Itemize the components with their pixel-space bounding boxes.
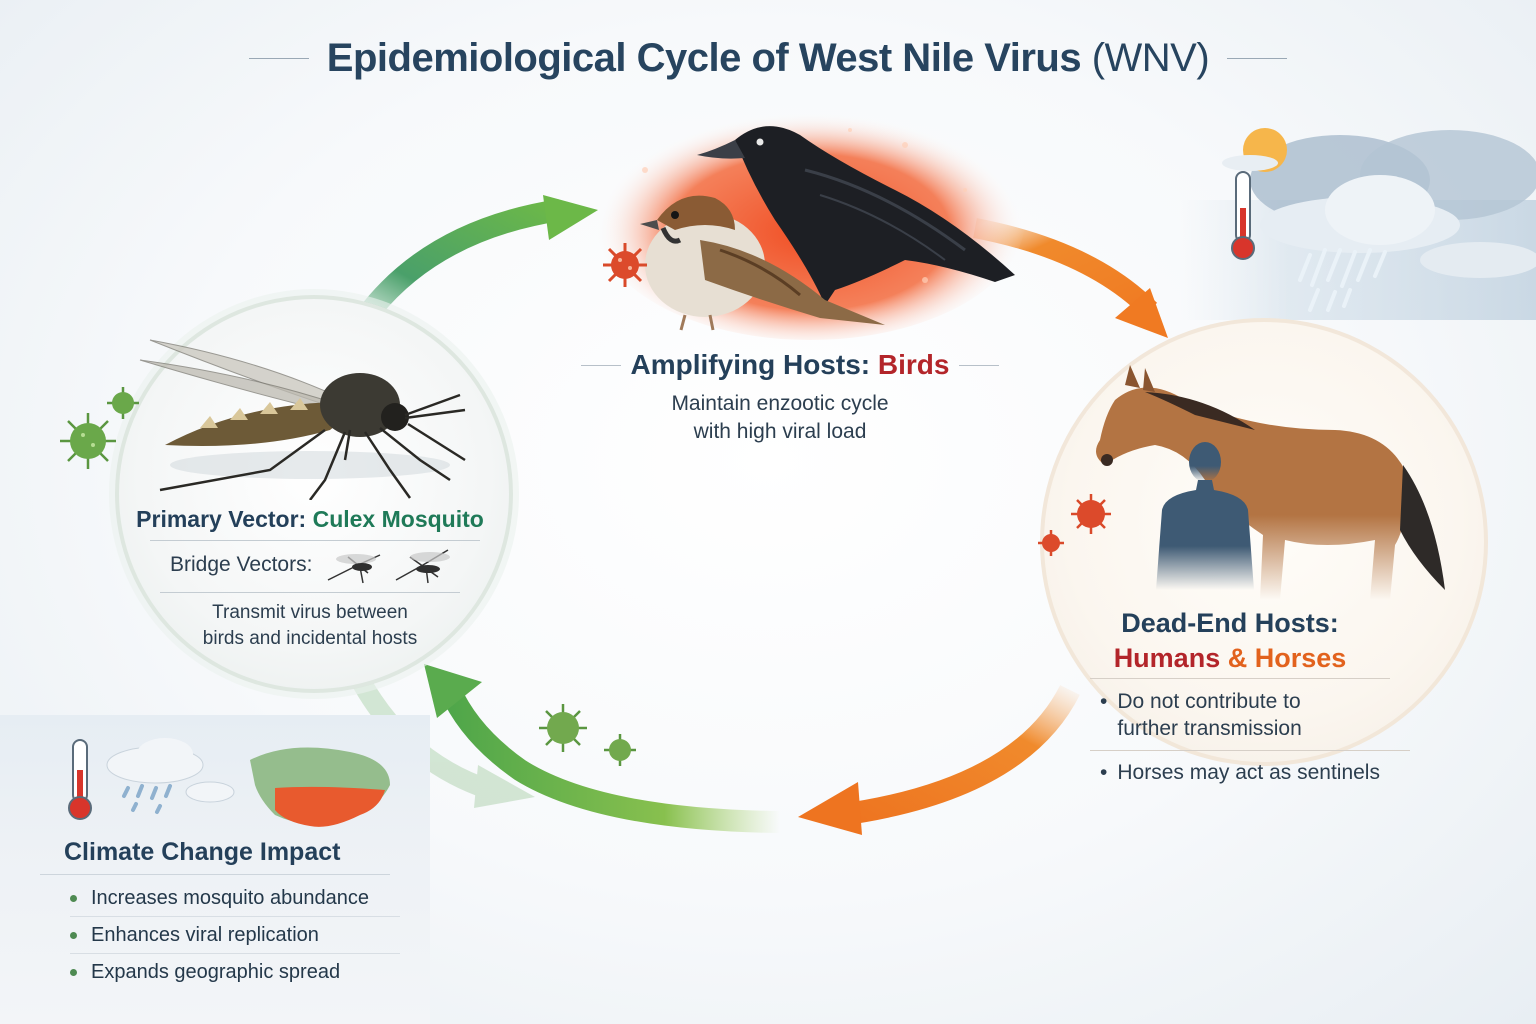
bullet-dot (70, 894, 77, 902)
bullet-text: Enhances viral replication (91, 923, 319, 946)
bullet-dot (70, 931, 77, 939)
title-bar: Epidemiological Cycle of West Nile Virus… (0, 28, 1536, 88)
arrow-hosts-to-bottom (798, 684, 1080, 835)
vector-desc-line1: Transmit virus between (212, 602, 408, 623)
title-rule-left (248, 57, 309, 59)
cloud-icon (1250, 130, 1536, 278)
bullet-dot (70, 968, 77, 976)
bullet-item: Increases mosquito abundance (70, 880, 400, 917)
virus-icon (60, 387, 139, 469)
culex-highlight: Culex Mosquito (312, 506, 484, 532)
bridge-vectors-label: Bridge Vectors: (170, 553, 313, 576)
humans-highlight: Humans (1113, 643, 1221, 673)
human-silhouette-icon (1156, 442, 1254, 590)
climate-bullets: Increases mosquito abundance Enhances vi… (70, 880, 400, 990)
amplifying-hosts-heading: Amplifying Hosts: Birds (580, 345, 1000, 385)
bullet-item: Expands geographic spread (70, 954, 400, 990)
divider (160, 592, 460, 593)
page-title: Epidemiological Cycle of West Nile Virus… (326, 35, 1210, 81)
bullet-text: further transmission (1117, 717, 1302, 740)
amplifying-hosts-title: Amplifying Hosts: Birds (631, 349, 950, 381)
rain-icon (1298, 248, 1387, 312)
divider (1090, 678, 1390, 679)
sparrow-icon (640, 195, 885, 331)
birds-desc-line2: with high viral load (693, 420, 867, 443)
ampersand: & (1227, 643, 1248, 673)
primary-vector-description: Transmit virus between birds and inciden… (130, 600, 490, 652)
dead-end-title: Dead-End Hosts: Humans & Horses (1080, 606, 1380, 676)
thermometer-icon (68, 739, 92, 820)
bullet-item: • Do not contribute to further transmiss… (1100, 688, 1400, 742)
crow-icon (697, 126, 1015, 305)
sun-icon (1222, 128, 1287, 172)
horse-icon (1096, 365, 1445, 600)
primary-vector-label: Primary Vector: (136, 506, 307, 532)
title-main: Epidemiological Cycle of West Nile Virus (326, 35, 1082, 80)
bullet-text: Do not contribute to (1117, 690, 1301, 713)
arrow-vector-to-birds (356, 195, 598, 325)
amplifying-hosts-description: Maintain enzootic cycle with high viral … (580, 390, 980, 446)
bullet-dot: • (1100, 761, 1108, 784)
bullet-item: Enhances viral replication (70, 917, 400, 954)
virus-icon (603, 243, 647, 287)
heading-rule-left (580, 364, 621, 366)
climate-illustration (68, 738, 390, 827)
north-america-map-icon (250, 747, 390, 827)
bullet-text: Expands geographic spread (91, 960, 341, 983)
bridge-mosquito-icons (328, 549, 451, 584)
primary-vector-title: Primary Vector: Culex Mosquito (120, 506, 500, 533)
bullet-dot: • (1100, 690, 1108, 713)
thermometer-icon (1231, 171, 1255, 260)
bullet-text: Horses may act as sentinels (1117, 761, 1380, 784)
bridge-vectors-row: Bridge Vectors: (170, 548, 470, 584)
divider (40, 874, 390, 875)
birds-illustration (595, 100, 1025, 340)
climate-title: Climate Change Impact (64, 838, 341, 866)
amplifying-hosts-label: Amplifying Hosts: (630, 349, 871, 380)
dead-end-label: Dead-End Hosts: (1121, 608, 1339, 638)
weather-illustration (1180, 128, 1536, 320)
bullet-item: • Horses may act as sentinels (1100, 759, 1400, 786)
virus-icon (539, 704, 636, 766)
title-rule-right (1227, 57, 1288, 59)
divider (1090, 750, 1410, 751)
vector-desc-line2: birds and incidental hosts (202, 628, 418, 649)
horses-highlight: Horses (1254, 643, 1347, 673)
arrow-return-to-vector (424, 664, 781, 833)
culex-mosquito-icon (139, 339, 466, 500)
virus-icon (1038, 494, 1111, 556)
dead-end-bullets: • Do not contribute to further transmiss… (1090, 688, 1410, 786)
birds-desc-line1: Maintain enzootic cycle (671, 392, 889, 415)
title-abbrev: (WNV) (1091, 35, 1210, 80)
heading-rule-right (959, 364, 1000, 366)
birds-highlight: Birds (877, 349, 950, 380)
divider (150, 540, 480, 541)
rain-cloud-icon (106, 738, 235, 814)
bullet-text: Increases mosquito abundance (91, 886, 369, 909)
